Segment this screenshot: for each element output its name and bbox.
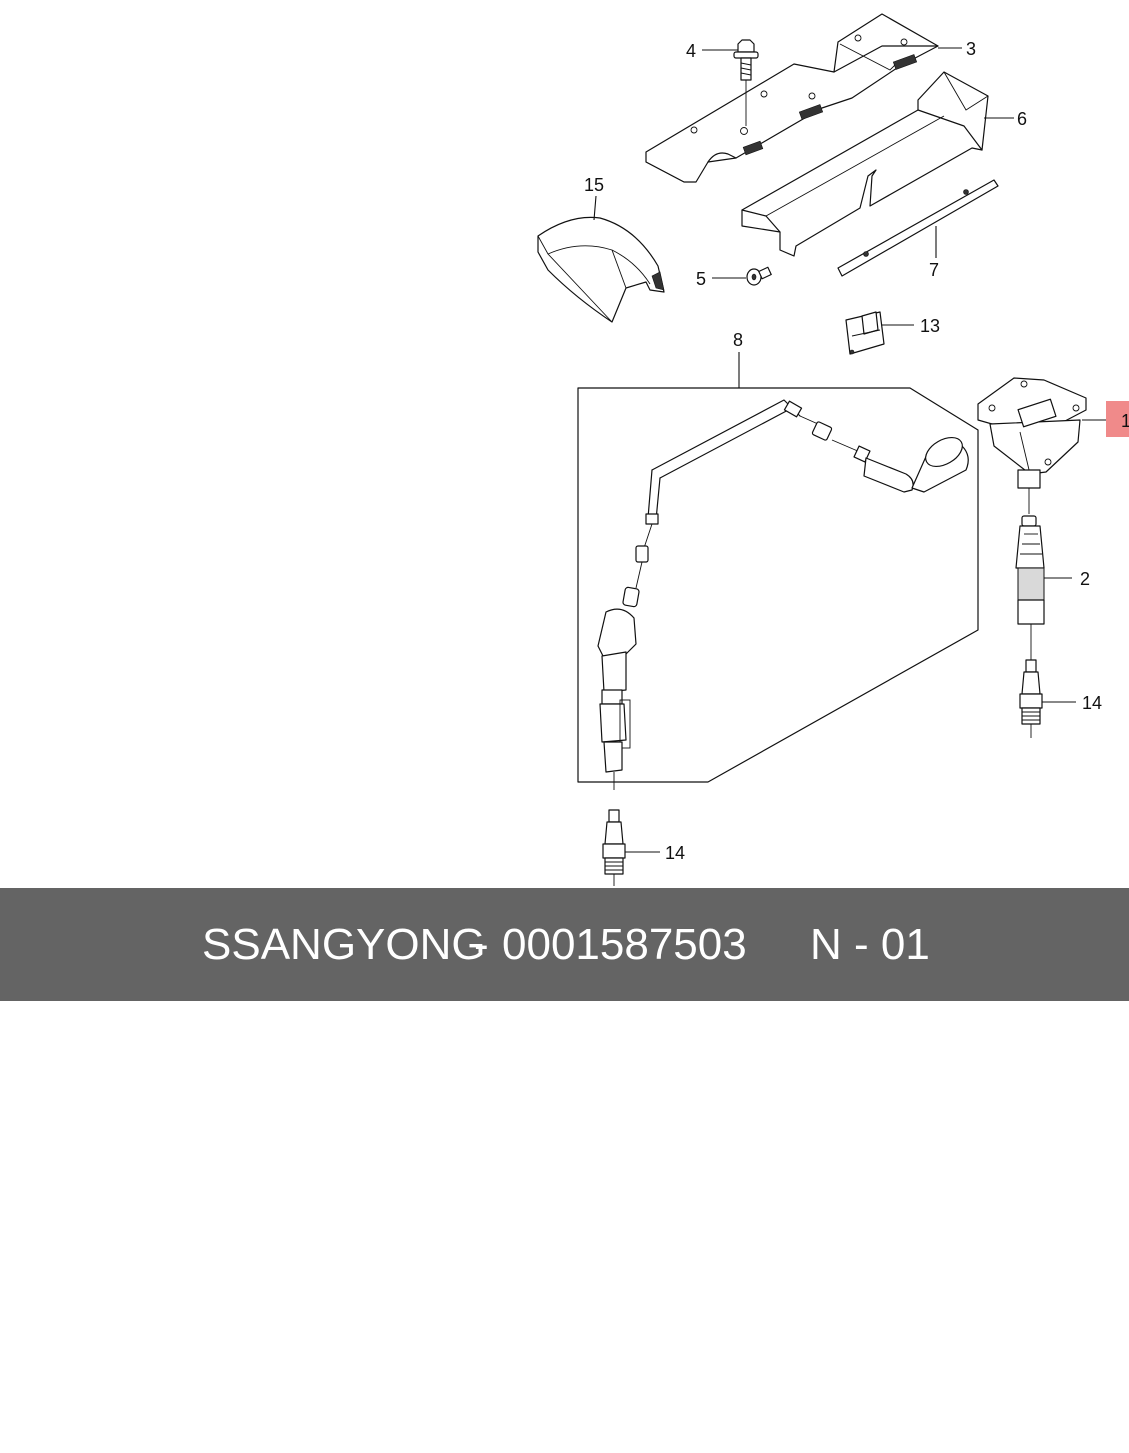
- part-13-bracket: [845, 311, 885, 355]
- footer-page-code: N - 01: [810, 920, 930, 969]
- part-5-screw: [746, 266, 772, 286]
- part-2-coil-boot: [1015, 515, 1045, 660]
- part-14-spark-plug-bottom: [602, 809, 626, 886]
- part-7-gasket-strip: [837, 179, 999, 277]
- part-15-cap: [537, 216, 665, 323]
- part-8-callout[interactable]: 8: [733, 330, 743, 350]
- footer-part-number: 0001587503: [502, 920, 747, 969]
- footer-brand: SSANGYONG: [202, 920, 486, 969]
- parts-diagram: 1 2 3 4 5 6 7 8 13 14 14 15: [537, 13, 1129, 886]
- part-2-callout[interactable]: 2: [1080, 569, 1090, 589]
- part-4-callout[interactable]: 4: [686, 41, 696, 61]
- footer-bar: SSANGYONG - 0001587503 N - 01: [0, 888, 1129, 1001]
- part-5-callout[interactable]: 5: [696, 269, 706, 289]
- part-1-highlight: [1106, 401, 1129, 437]
- part-15-callout[interactable]: 15: [584, 175, 604, 195]
- part-1-callout[interactable]: 1: [1121, 411, 1129, 431]
- part-14-callout-bottom[interactable]: 14: [665, 843, 685, 863]
- part-14-callout-right[interactable]: 14: [1082, 693, 1102, 713]
- part-3-cover-plate: [645, 13, 939, 183]
- part-8-cable-box: [577, 387, 979, 783]
- part-4-bolt: [733, 39, 759, 126]
- callout-leaders: [593, 47, 1106, 853]
- callout-labels: 1 2 3 4 5 6 7 8 13 14 14 15: [584, 39, 1129, 863]
- part-1-ignition-coil: [977, 377, 1087, 514]
- cover-holes: [690, 34, 908, 135]
- part-3-callout[interactable]: 3: [966, 39, 976, 59]
- part-6-callout[interactable]: 6: [1017, 109, 1027, 129]
- part-7-callout[interactable]: 7: [929, 260, 939, 280]
- ignition-cable-assembly: [597, 399, 969, 790]
- cover-clips: [742, 54, 918, 156]
- part-6-lower-cover: [741, 71, 989, 257]
- part-14-spark-plug-right: [1019, 659, 1043, 738]
- footer-separator: -: [474, 920, 489, 969]
- part-13-callout[interactable]: 13: [920, 316, 940, 336]
